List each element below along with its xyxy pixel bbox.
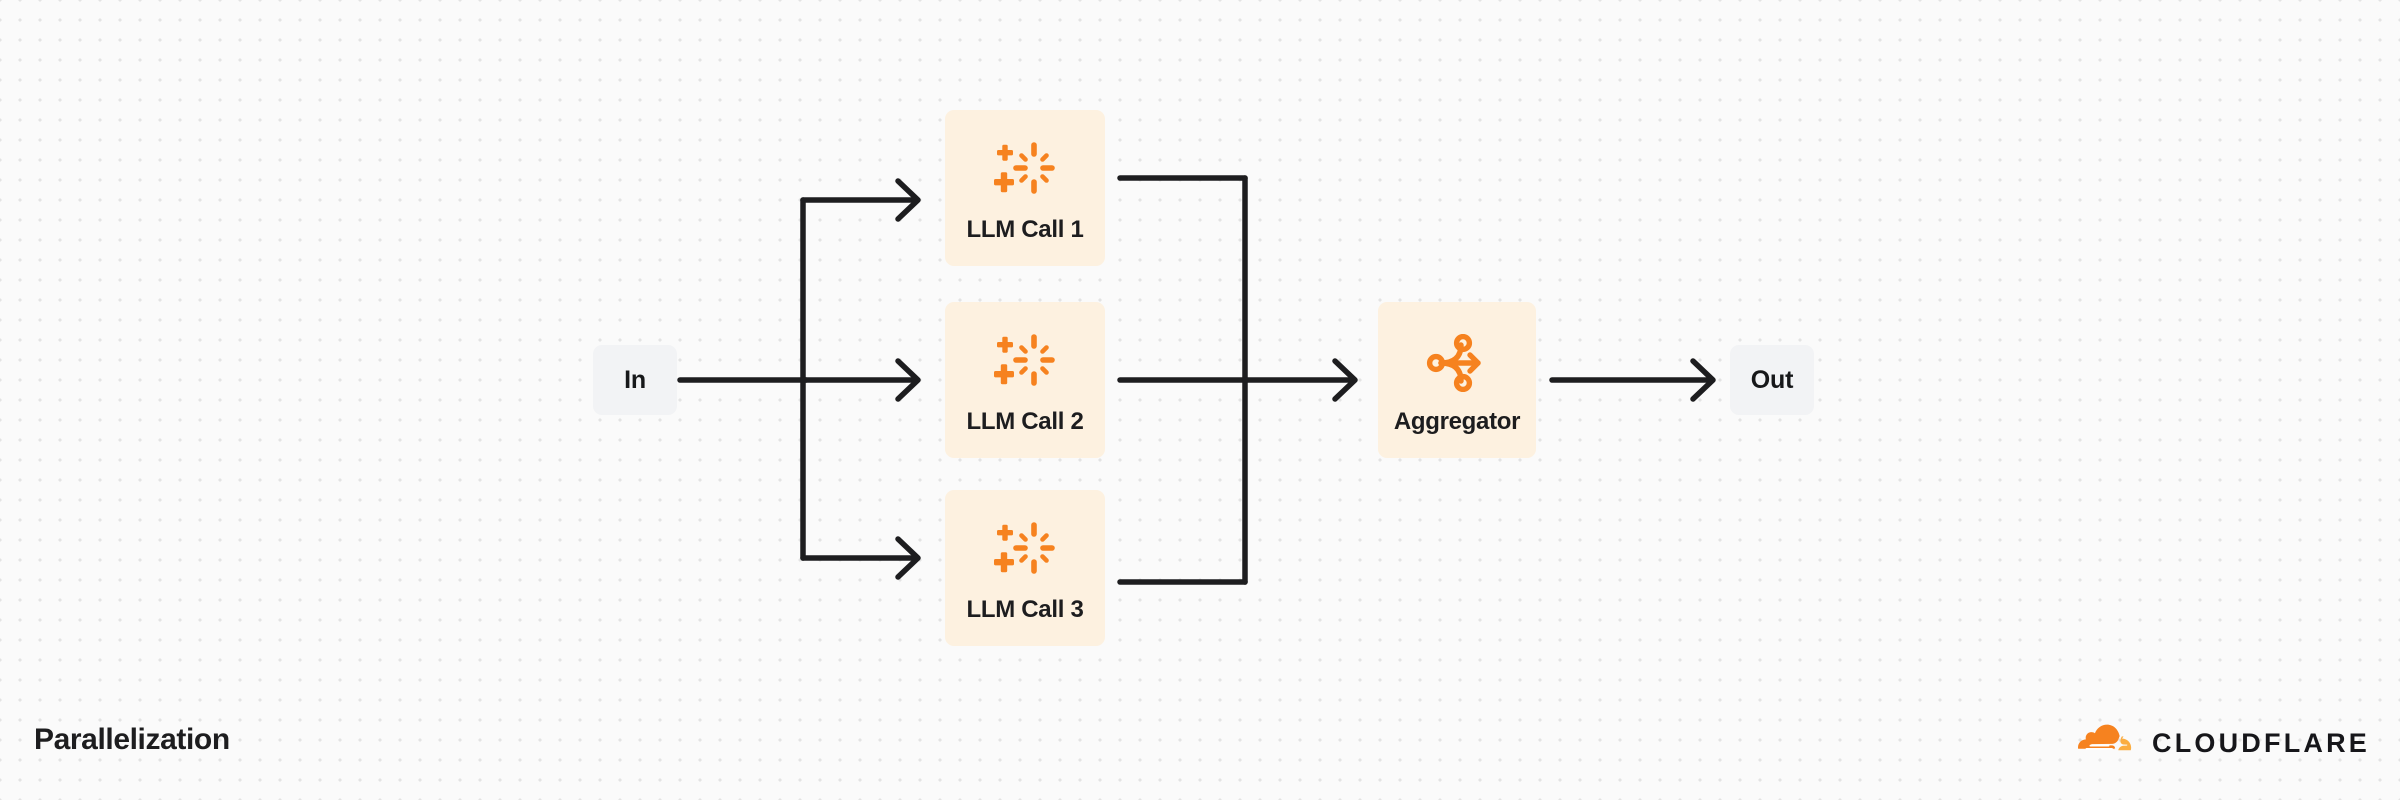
arrowhead-llm3 (895, 536, 921, 580)
arrowhead-out (1690, 358, 1716, 402)
sparkle-icon (994, 332, 1056, 394)
node-llm-call-1[interactable]: LLM Call 1 (945, 110, 1105, 266)
node-aggregator[interactable]: Aggregator (1378, 302, 1536, 458)
cloudflare-wordmark: CLOUDFLARE (2152, 728, 2370, 758)
node-out[interactable]: Out (1730, 345, 1814, 415)
arrowhead-llm2 (895, 358, 921, 402)
cloudflare-cloud-icon (2076, 724, 2138, 763)
node-llm-call-2-label: LLM Call 2 (966, 408, 1084, 435)
node-llm-call-3[interactable]: LLM Call 3 (945, 490, 1105, 646)
brand-logo: CLOUDFLARE (2076, 724, 2370, 763)
node-aggregator-label: Aggregator (1393, 408, 1521, 435)
node-llm-call-1-label: LLM Call 1 (966, 216, 1084, 243)
node-in-label: In (624, 365, 646, 394)
sparkle-icon (994, 520, 1056, 582)
arrowhead-aggregator (1332, 358, 1358, 402)
arrowhead-llm1 (895, 178, 921, 222)
node-in[interactable]: In (593, 345, 677, 415)
node-llm-call-3-label: LLM Call 3 (966, 596, 1084, 623)
diagram-title: Parallelization (34, 723, 230, 756)
aggregator-icon (1425, 332, 1489, 394)
node-llm-call-2[interactable]: LLM Call 2 (945, 302, 1105, 458)
node-out-label: Out (1750, 365, 1794, 394)
sparkle-icon (994, 140, 1056, 202)
